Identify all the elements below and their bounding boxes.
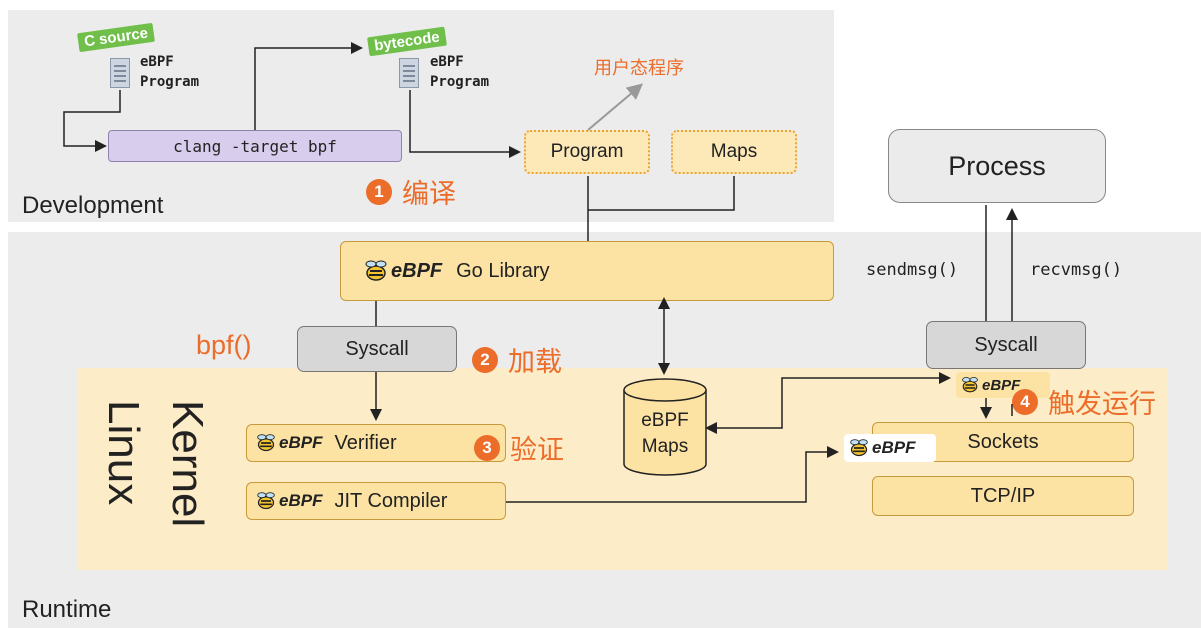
- step-label-compile: 编译: [402, 179, 456, 209]
- program-box: Program: [524, 130, 650, 174]
- recvmsg-label: recvmsg(): [1030, 260, 1123, 280]
- ebpf-logo: eBPF: [848, 438, 915, 458]
- runtime-label: Runtime: [22, 596, 112, 623]
- step-verify: 3 验证: [474, 428, 564, 467]
- process-box: Process: [888, 129, 1106, 203]
- ebpf-logo-text: eBPF: [279, 491, 323, 510]
- step-number-1: 1: [366, 178, 392, 205]
- ebpf-maps-cylinder: [623, 378, 707, 476]
- maps-box: Maps: [671, 130, 797, 174]
- step-trigger: 4 触发运行: [1012, 382, 1156, 421]
- sendmsg-label: sendmsg(): [866, 260, 959, 280]
- jit-compiler-box: eBPF JIT Compiler: [246, 482, 506, 520]
- syscall-right-box: Syscall: [926, 321, 1086, 369]
- syscall-left-box: Syscall: [297, 326, 457, 372]
- step-number-2: 2: [472, 346, 498, 373]
- bpf-call-label: bpf(): [196, 330, 252, 360]
- go-library-label: Go Library: [456, 259, 550, 282]
- ebpf-maps-label: eBPF Maps: [622, 408, 708, 460]
- ebpf-maps-label-line1: eBPF: [641, 410, 689, 431]
- step-load: 2 加载: [472, 340, 562, 379]
- development-label: Development: [22, 192, 164, 219]
- ebpf-logo-text: eBPF: [391, 259, 443, 282]
- connector-line: [588, 176, 735, 211]
- go-library-box: eBPF Go Library: [340, 241, 834, 301]
- arrow-icon: [63, 90, 121, 152]
- ebpf-logo-text: eBPF: [982, 376, 1021, 394]
- arrow-icon: [506, 446, 839, 503]
- arrow-icon: [409, 90, 521, 158]
- document-icon: [399, 58, 419, 88]
- arrow-icon: [587, 83, 644, 131]
- ebpf-logo: eBPF: [960, 376, 1020, 394]
- sockets-hook: eBPF: [844, 434, 936, 462]
- userspace-program-label: 用户态程序: [594, 58, 684, 78]
- tcpip-box: TCP/IP: [872, 476, 1134, 516]
- step-label-verify: 验证: [510, 435, 564, 465]
- jit-compiler-label: JIT Compiler: [334, 489, 448, 512]
- verifier-label: Verifier: [334, 431, 397, 454]
- ebpf-logo-text: eBPF: [872, 438, 916, 457]
- bytecode-doc-label: eBPF Program: [430, 54, 490, 90]
- ebpf-maps-label-line2: Maps: [641, 436, 689, 457]
- ebpf-bee-icon: [257, 434, 275, 452]
- verifier-box: eBPF Verifier: [246, 424, 506, 462]
- compiler-command-box: clang -target bpf: [108, 130, 402, 162]
- arrow-icon: [705, 372, 951, 434]
- source-doc-label: eBPF Program: [140, 54, 200, 90]
- ebpf-logo: eBPF: [363, 259, 442, 283]
- step-number-4: 4: [1012, 388, 1038, 415]
- ebpf-logo: eBPF: [255, 491, 322, 511]
- ebpf-logo-text: eBPF: [279, 433, 323, 452]
- step-number-3: 3: [474, 434, 500, 461]
- ebpf-bee-icon: [257, 492, 275, 510]
- step-label-load: 加载: [508, 347, 562, 377]
- arrow-icon: [254, 42, 363, 130]
- document-icon: [110, 58, 130, 88]
- step-label-trigger: 触发运行: [1048, 389, 1156, 419]
- ebpf-bee-icon: [962, 377, 978, 393]
- ebpf-bee-icon: [365, 260, 387, 281]
- ebpf-bee-icon: [850, 439, 868, 457]
- step-compile: 1 编译: [366, 172, 456, 211]
- ebpf-logo: eBPF: [255, 433, 322, 453]
